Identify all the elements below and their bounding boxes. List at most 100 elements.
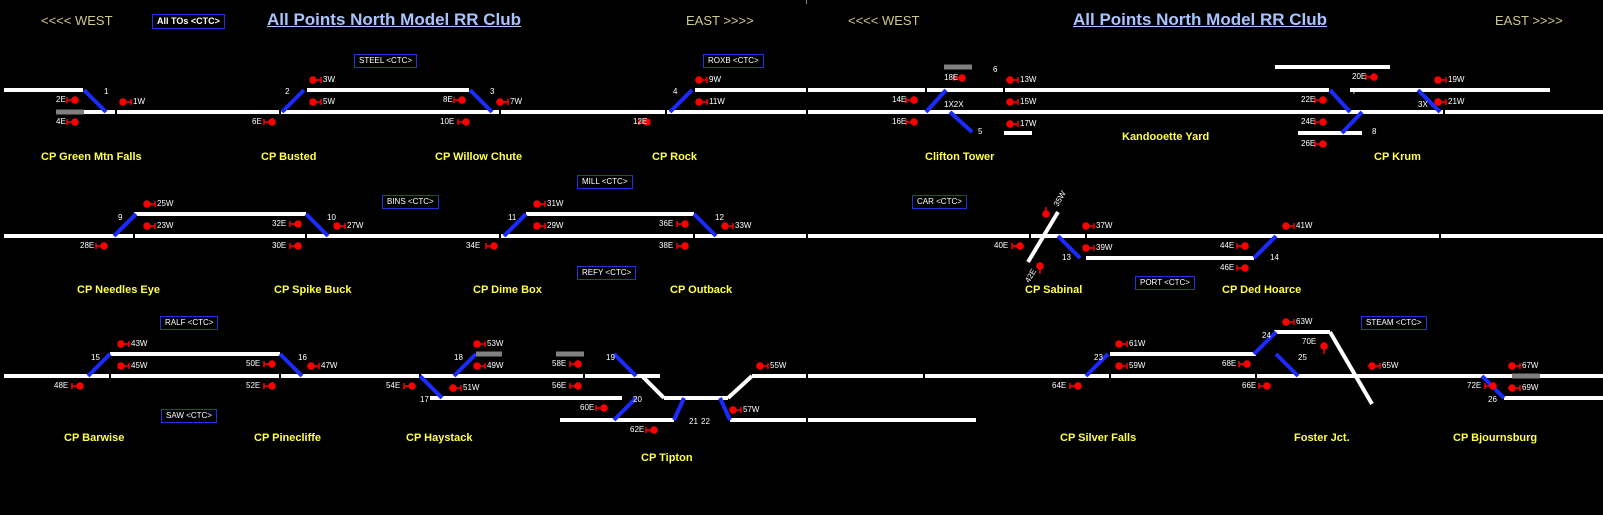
signal-label: 52E — [246, 381, 261, 390]
signal-label: 60E — [580, 403, 595, 412]
signal-label: 40E — [994, 241, 1009, 250]
switch-label: 13 — [1062, 253, 1071, 262]
roxb-ctc-button[interactable]: ROXB <CTC> — [703, 54, 764, 68]
east-direction-right: EAST >>>> — [1495, 13, 1563, 28]
occupied-blocks — [56, 64, 1540, 379]
signal-label: 30E — [272, 241, 287, 250]
signal-label: 53W — [487, 339, 504, 348]
signal-label: 14E — [892, 95, 907, 104]
signal-label: 16E — [892, 117, 907, 126]
all-tos-ctc-button[interactable]: All TOs <CTC> — [152, 14, 225, 29]
signal-label: 21W — [1448, 97, 1465, 106]
signal-heads[interactable] — [66, 73, 1521, 434]
cp-label: CP Dime Box — [473, 284, 542, 296]
switch-label: 15 — [91, 353, 100, 362]
signal-label: 33W — [735, 221, 752, 230]
signal-label: 62E — [630, 425, 645, 434]
switch-label: 16 — [298, 353, 307, 362]
signal-label: 4E — [56, 117, 66, 126]
signal-label: 58E — [552, 359, 567, 368]
saw-ctc-button[interactable]: SAW <CTC> — [161, 409, 217, 423]
switch-label: 3 — [490, 87, 495, 96]
signal-label: 67W — [1522, 361, 1539, 370]
signal-label: 61W — [1129, 339, 1146, 348]
switch-label: 3X — [1418, 100, 1428, 109]
switch-label: 25 — [1298, 353, 1307, 362]
mainline-tracks — [4, 65, 1603, 422]
signal-label: 59W — [1129, 361, 1146, 370]
switch-label: 18 — [454, 353, 463, 362]
switch-label: 11 — [508, 213, 517, 222]
cp-label: CP Barwise — [64, 432, 125, 444]
switch-label: 19 — [606, 353, 615, 362]
signal-label: 63W — [1296, 317, 1313, 326]
cp-label: CP Bjournsburg — [1453, 432, 1538, 444]
signal-label: 38E — [659, 241, 674, 250]
steam-ctc-button[interactable]: STEAM <CTC> — [1361, 316, 1427, 330]
signal-label: 57W — [743, 405, 760, 414]
switch-legs[interactable] — [82, 88, 1506, 422]
signal-label: 34E — [466, 241, 481, 250]
signal-label: 49W — [487, 361, 504, 370]
west-direction-right: <<<< WEST — [848, 13, 920, 28]
cp-label: CP Krum — [1374, 151, 1421, 163]
cp-label: Kandooette Yard — [1122, 131, 1210, 143]
switch-label: 17 — [420, 395, 429, 404]
switch-label: 26 — [1488, 395, 1497, 404]
switch-label: 1X2X — [944, 100, 964, 109]
signal-label: 24E — [1301, 117, 1316, 126]
signal-label: 1W — [133, 97, 145, 106]
mill-ctc-button[interactable]: MILL <CTC> — [577, 175, 633, 189]
signal-label: 32E — [272, 219, 287, 228]
signal-label: 11W — [709, 97, 725, 106]
signal-label: 50E — [246, 359, 261, 368]
signal-label: 25W — [157, 199, 174, 208]
switch-label: 5 — [978, 127, 983, 136]
club-title-left: All Points North Model RR Club — [267, 10, 522, 29]
signal-label: 66E — [1242, 381, 1257, 390]
cp-label: Foster Jct. — [1294, 432, 1350, 444]
signal-label: 23W — [157, 221, 174, 230]
signal-label: 69W — [1522, 383, 1539, 392]
signal-label: 3W — [323, 75, 335, 84]
car-ctc-button[interactable]: CAR <CTC> — [912, 195, 967, 209]
signal-label: 27W — [347, 221, 364, 230]
switch-label: 6 — [993, 65, 998, 74]
cp-label: CP Haystack — [406, 432, 473, 444]
signal-label: 2E — [56, 95, 66, 104]
signal-label: 8E — [443, 95, 453, 104]
signal-label: 37W — [1096, 221, 1113, 230]
cp-label: CP Busted — [261, 151, 317, 163]
track-joints — [83, 86, 1445, 380]
signal-label: 6E — [252, 117, 262, 126]
switch-label: 21 — [689, 417, 698, 426]
signal-label: 54E — [386, 381, 401, 390]
cp-label: CP Willow Chute — [435, 151, 523, 163]
bins-ctc-button[interactable]: BINS <CTC> — [382, 195, 439, 209]
signal-label: 51W — [463, 383, 480, 392]
east-direction-left: EAST >>>> — [686, 13, 754, 28]
signal-label: 10E — [440, 117, 455, 126]
signal-label: 29W — [547, 221, 564, 230]
switch-label: 9 — [118, 213, 123, 222]
cp-label: CP Sabinal — [1025, 284, 1083, 296]
refy-ctc-button[interactable]: REFY <CTC> — [577, 266, 637, 280]
signal-label: 9W — [709, 75, 721, 84]
port-ctc-button[interactable]: PORT <CTC> — [1135, 276, 1195, 290]
cp-label: CP Outback — [670, 284, 733, 296]
steel-ctc-button[interactable]: STEEL <CTC> — [354, 54, 418, 68]
signal-label: 17W — [1020, 119, 1037, 128]
cp-label: CP Green Mtn Falls — [41, 151, 142, 163]
ralf-ctc-button[interactable]: RALF <CTC> — [160, 316, 219, 330]
signal-label: 48E — [54, 381, 69, 390]
signal-label: 44E — [1220, 241, 1235, 250]
signal-label: 72E — [1467, 381, 1482, 390]
cp-label: CP Silver Falls — [1060, 432, 1137, 444]
signal-label: 56E — [552, 381, 567, 390]
cp-label: CP Pinecliffe — [254, 432, 322, 444]
cp-label: CP Needles Eye — [77, 284, 160, 296]
signal-label: 31W — [547, 199, 564, 208]
switch-label: 8 — [1372, 127, 1377, 136]
signal-label: 39W — [1096, 243, 1113, 252]
